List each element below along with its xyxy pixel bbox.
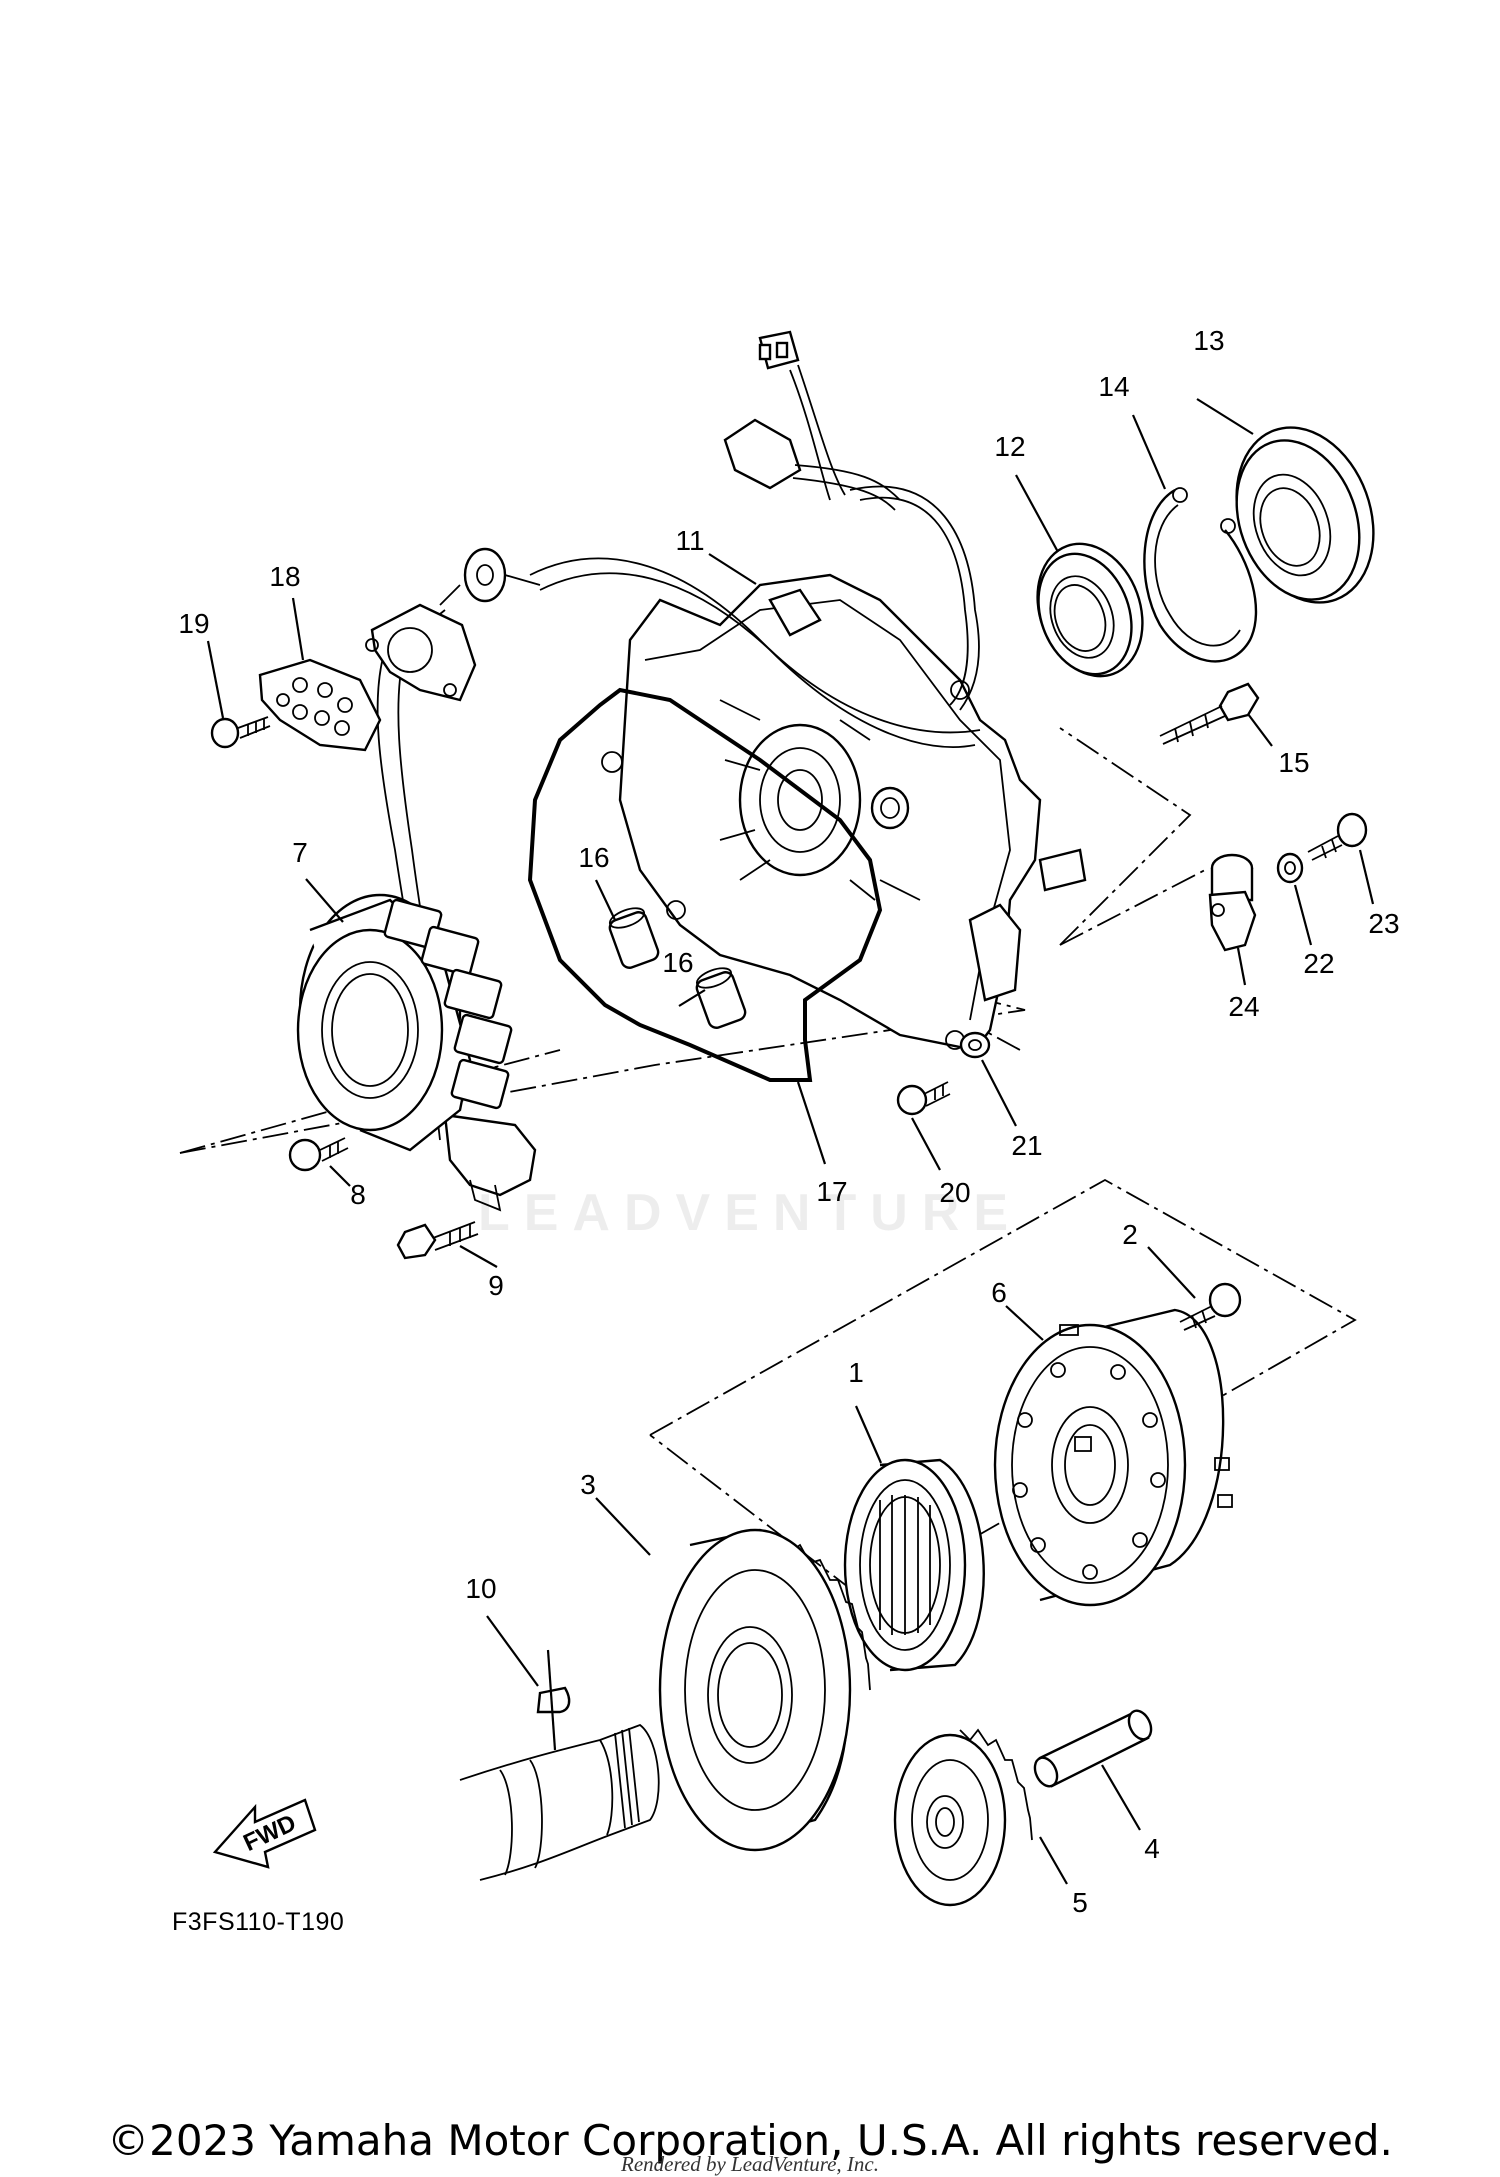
callout-18: 18 xyxy=(269,561,300,592)
callout-21: 21 xyxy=(1011,1130,1042,1161)
o-ring-gasket[interactable] xyxy=(527,687,883,1082)
woodruff-key[interactable] xyxy=(536,1686,571,1714)
callout-20: 20 xyxy=(939,1177,970,1208)
callout-15: 15 xyxy=(1278,747,1309,778)
callout-1: 1 xyxy=(848,1357,864,1388)
cover-bolt[interactable] xyxy=(1159,682,1260,745)
sensor-bolt[interactable] xyxy=(1307,812,1368,861)
idler-gear[interactable] xyxy=(893,1728,1033,1907)
callout-23: 23 xyxy=(1368,908,1399,939)
grommet-plate[interactable] xyxy=(365,603,477,702)
circlip[interactable] xyxy=(1143,487,1258,663)
callout-11: 11 xyxy=(675,525,704,556)
bearing[interactable] xyxy=(1020,529,1160,691)
callout-4: 4 xyxy=(1144,1833,1160,1864)
callout-10: 10 xyxy=(465,1573,496,1604)
callout-16-upper: 16 xyxy=(578,842,609,873)
wiring-harness[interactable] xyxy=(376,330,981,1212)
callout-12: 12 xyxy=(994,431,1025,462)
callout-16-lower: 16 xyxy=(662,947,693,978)
starter-wheel-gear[interactable] xyxy=(658,1528,871,1852)
drain-bolt[interactable] xyxy=(896,1081,951,1116)
screw-19[interactable] xyxy=(210,716,271,749)
oil-seal[interactable] xyxy=(1213,408,1397,622)
dowel-pins[interactable] xyxy=(607,904,747,1030)
speed-sensor[interactable] xyxy=(1208,853,1257,952)
watermark: LEADVENTURE xyxy=(477,1184,1023,1242)
idler-shaft[interactable] xyxy=(1031,1707,1156,1790)
diagram-code: F3FS110-T190 xyxy=(172,1908,345,1936)
callout-19: 19 xyxy=(178,608,209,639)
rendered-by-notice: Rendered by LeadVenture, Inc. xyxy=(621,2152,879,2176)
one-way-clutch[interactable] xyxy=(843,1458,985,1672)
callout-7: 7 xyxy=(292,837,308,868)
flywheel-bolt[interactable] xyxy=(1179,1282,1242,1331)
leader-lines xyxy=(206,398,1375,1885)
callout-5: 5 xyxy=(1072,1887,1088,1918)
callout-labels: 1 2 3 4 5 6 7 8 9 10 11 12 13 14 15 16 1… xyxy=(178,325,1399,1918)
callout-2: 2 xyxy=(1122,1219,1138,1250)
stator[interactable] xyxy=(296,893,513,1152)
crankshaft[interactable] xyxy=(459,1723,660,1881)
callout-8: 8 xyxy=(350,1179,366,1210)
callout-9: 9 xyxy=(488,1270,504,1301)
callout-14: 14 xyxy=(1098,371,1129,402)
forward-arrow-icon: FWD xyxy=(212,1798,317,1869)
callout-22: 22 xyxy=(1303,948,1334,979)
callout-24: 24 xyxy=(1228,991,1259,1022)
pickup-bolt[interactable] xyxy=(396,1221,479,1260)
lead-wire-clamp[interactable] xyxy=(258,658,382,752)
gasket-washer[interactable] xyxy=(959,1031,991,1059)
rotor-flywheel[interactable] xyxy=(993,1308,1233,1607)
copyright-notice: ©2023 Yamaha Motor Corporation, U.S.A. A… xyxy=(107,2116,1393,2165)
callout-13: 13 xyxy=(1193,325,1224,356)
sensor-washer[interactable] xyxy=(1276,852,1304,884)
callout-6: 6 xyxy=(991,1277,1007,1308)
callout-17: 17 xyxy=(816,1176,847,1207)
crankcase-cover[interactable] xyxy=(601,573,1087,1052)
callout-3: 3 xyxy=(580,1469,596,1500)
stator-screw[interactable] xyxy=(288,1137,349,1172)
